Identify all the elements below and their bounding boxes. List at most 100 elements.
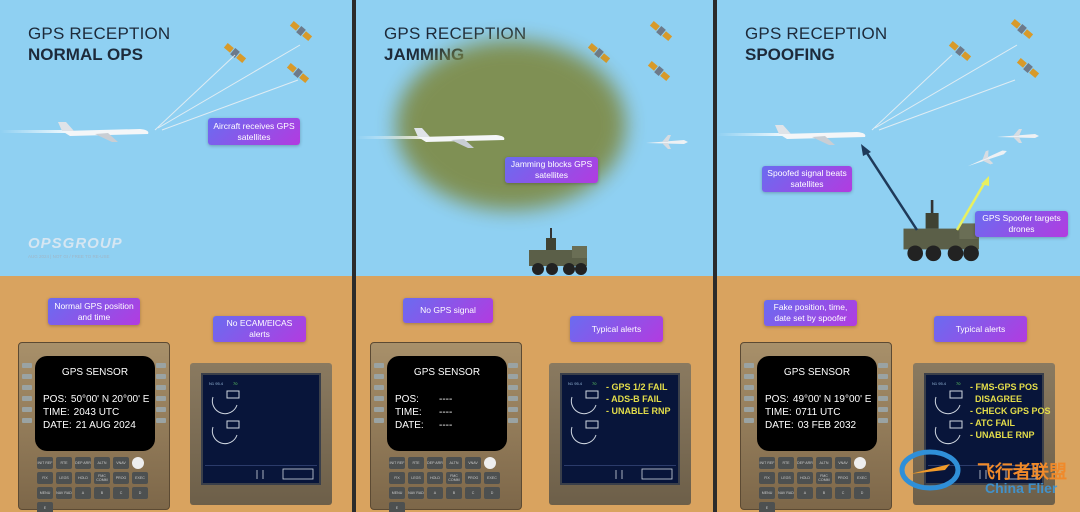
cdu-key[interactable]: LEGS [56,472,72,484]
brightness-knob[interactable] [132,457,144,469]
cdu-key[interactable]: E [389,502,405,512]
cdu-key[interactable]: E [759,502,775,512]
cdu-key[interactable]: RTE [408,457,424,469]
line-select-key-right[interactable] [156,363,166,368]
cdu-key[interactable]: D [484,487,500,499]
cdu-key[interactable]: RTE [56,457,72,469]
line-select-key-left[interactable] [744,407,754,412]
cdu-key[interactable]: C [113,487,129,499]
cdu-key[interactable]: PROG [113,472,129,484]
cdu-key[interactable]: MENU [37,487,53,499]
cdu-key[interactable]: C [465,487,481,499]
line-select-key-right[interactable] [508,363,518,368]
cdu-key[interactable]: RTE [778,457,794,469]
line-select-key-right[interactable] [878,363,888,368]
line-select-key-left[interactable] [22,374,32,379]
cdu-key[interactable]: EXEC [484,472,500,484]
brightness-knob[interactable] [484,457,496,469]
line-select-key-right[interactable] [878,418,888,423]
cdu-key[interactable]: VNAV [465,457,481,469]
line-select-key-right[interactable] [878,396,888,401]
cdu-key[interactable]: DEP ARR [75,457,91,469]
cdu-key[interactable]: NAV RAD [56,487,72,499]
line-select-key-left[interactable] [744,374,754,379]
cdu-key[interactable]: PROG [835,472,851,484]
cdu-key[interactable]: FIX [37,472,53,484]
line-select-key-left[interactable] [22,396,32,401]
cdu-key[interactable]: FMC COMM [94,472,110,484]
line-select-key-left[interactable] [744,363,754,368]
cdu-key[interactable]: LEGS [778,472,794,484]
cdu-key[interactable]: FMC COMM [446,472,462,484]
line-select-key-right[interactable] [508,385,518,390]
cdu-key[interactable]: INIT REF [389,457,405,469]
cdu-key[interactable]: D [132,487,148,499]
cdu-key[interactable]: PROG [465,472,481,484]
cdu-key[interactable]: B [816,487,832,499]
line-select-key-left[interactable] [22,385,32,390]
cdu-key[interactable]: E [37,502,53,512]
cdu-key[interactable]: MENU [759,487,775,499]
line-select-key-left[interactable] [374,385,384,390]
line-select-key-right[interactable] [508,418,518,423]
line-select-key-right[interactable] [508,396,518,401]
cdu-key[interactable]: B [446,487,462,499]
cdu-row-date: DATE:---- [395,419,499,432]
cdu-key[interactable]: HOLD [75,472,91,484]
cdu-key[interactable]: NAV RAD [778,487,794,499]
cdu-key[interactable]: A [797,487,813,499]
line-select-key-right[interactable] [508,374,518,379]
cdu-key[interactable]: EXEC [854,472,870,484]
line-select-key-right[interactable] [878,374,888,379]
line-select-key-right[interactable] [156,396,166,401]
line-select-key-right[interactable] [878,407,888,412]
cdu-key[interactable]: FMC COMM [816,472,832,484]
line-select-key-left[interactable] [744,396,754,401]
cdu-key[interactable]: B [94,487,110,499]
line-select-key-left[interactable] [374,407,384,412]
cdu-key[interactable]: ALTN [94,457,110,469]
cdu-key[interactable]: INIT REF [37,457,53,469]
cdu-key[interactable]: ALTN [446,457,462,469]
line-select-key-right[interactable] [508,407,518,412]
line-select-key-right[interactable] [156,407,166,412]
cdu-key[interactable]: INIT REF [759,457,775,469]
line-select-key-left[interactable] [22,363,32,368]
line-select-key-left[interactable] [374,418,384,423]
cdu-key[interactable]: NAV RAD [408,487,424,499]
cdu-key[interactable]: A [427,487,443,499]
line-select-key-left[interactable] [744,418,754,423]
cdu-key[interactable]: HOLD [797,472,813,484]
line-select-key-left[interactable] [374,396,384,401]
line-select-key-right[interactable] [156,374,166,379]
satellite-icon [1015,55,1041,86]
cdu-key[interactable]: FIX [759,472,775,484]
cdu-key[interactable]: D [854,487,870,499]
brightness-knob[interactable] [854,457,866,469]
eicas-alert: - FMS-GPS POS [970,382,1039,392]
cdu-key[interactable]: ALTN [816,457,832,469]
cdu-row-time: TIME:0711 UTC [765,406,869,419]
cdu-key[interactable]: HOLD [427,472,443,484]
cdu-key[interactable]: MENU [389,487,405,499]
cdu-key[interactable]: EXEC [132,472,148,484]
cdu-key[interactable]: LEGS [408,472,424,484]
cdu-key[interactable]: C [835,487,851,499]
line-select-key-left[interactable] [374,363,384,368]
line-select-key-left[interactable] [374,374,384,379]
line-select-key-right[interactable] [156,418,166,423]
cdu-key[interactable]: DEP ARR [797,457,813,469]
line-select-key-left[interactable] [744,385,754,390]
cdu-key[interactable]: DEP ARR [427,457,443,469]
line-select-key-left[interactable] [22,418,32,423]
cdu-key[interactable]: A [75,487,91,499]
cdu-key[interactable]: VNAV [835,457,851,469]
watermark-text-en: China Flier [985,480,1058,496]
line-select-key-right[interactable] [878,385,888,390]
cdu-key[interactable]: VNAV [113,457,129,469]
line-select-key-right[interactable] [156,385,166,390]
line-select-key-left[interactable] [22,407,32,412]
cdu-key[interactable]: FIX [389,472,405,484]
cdu-label-pos: POS: [765,394,789,405]
